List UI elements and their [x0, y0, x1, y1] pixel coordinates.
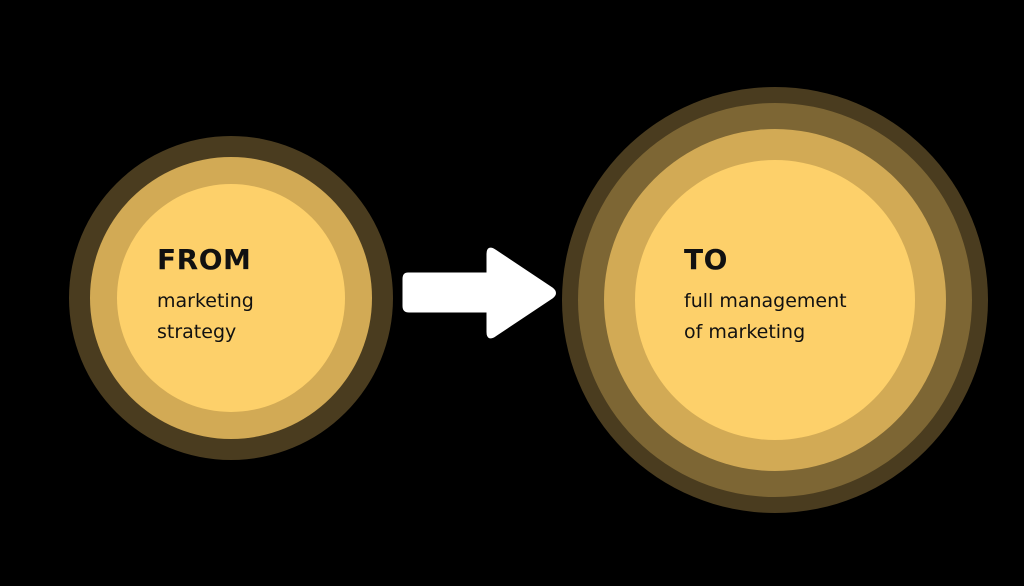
- from-description: marketing strategy: [157, 286, 254, 348]
- to-line-1: full management: [684, 290, 847, 312]
- to-label: TO full management of marketing: [684, 244, 847, 348]
- to-ring-inner: [635, 160, 915, 440]
- to-line-2: of marketing: [684, 321, 806, 343]
- from-heading: FROM: [157, 243, 252, 276]
- from-ring-inner: [117, 184, 345, 412]
- from-line-2: strategy: [157, 321, 237, 343]
- right-arrow-icon: [402, 247, 556, 339]
- to-description: full management of marketing: [684, 286, 847, 348]
- to-heading: TO: [684, 243, 728, 276]
- from-line-1: marketing: [157, 290, 254, 312]
- from-label: FROM marketing strategy: [157, 244, 254, 348]
